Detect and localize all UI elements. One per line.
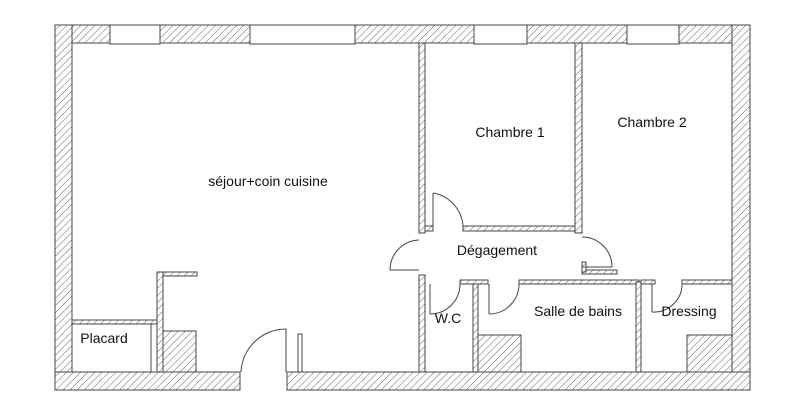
exterior-walls: [54, 24, 751, 391]
window: [626, 24, 680, 45]
duct-block: [686, 334, 733, 373]
room-labels: séjour+coin cuisine Chambre 1 Chambre 2 …: [80, 114, 716, 346]
placard-box: [71, 323, 152, 373]
room-label-dressing: Dressing: [661, 303, 716, 319]
window: [249, 24, 356, 45]
room-label-chambre-1: Chambre 1: [475, 124, 544, 140]
doors: [240, 192, 683, 373]
windows: [109, 24, 680, 45]
room-label-placard: Placard: [80, 330, 127, 346]
duct-block: [162, 330, 197, 373]
interior-walls: [71, 42, 733, 373]
window: [473, 24, 528, 45]
room-label-wc: W.C: [435, 310, 461, 326]
room-label-degagement: Dégagement: [457, 242, 537, 258]
room-label-sejour: séjour+coin cuisine: [208, 173, 328, 189]
room-label-chambre-2: Chambre 2: [617, 114, 686, 130]
room-label-salle-de-bains: Salle de bains: [534, 303, 622, 319]
duct-block: [477, 334, 522, 373]
window: [109, 24, 161, 45]
